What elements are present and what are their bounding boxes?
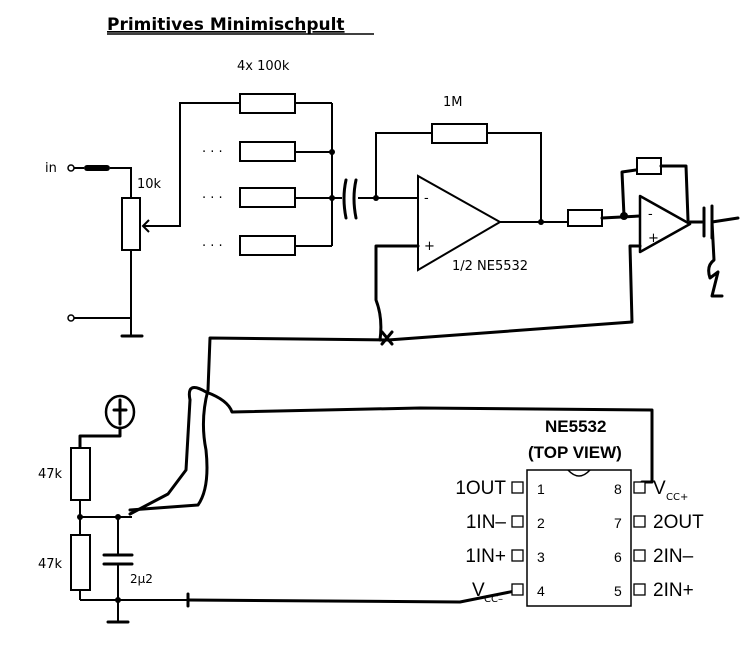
pin-name: 1IN– — [466, 512, 507, 533]
chip-view: (TOP VIEW) — [528, 443, 622, 462]
vcc-plus-wire — [187, 386, 654, 484]
input-jack — [84, 165, 110, 171]
opamp-1-plus-bias-wire — [374, 244, 420, 342]
coupling-cap-plate-2 — [352, 178, 358, 220]
coupling-cap-plate-1 — [342, 178, 348, 220]
pin-subscript: CC– — [484, 594, 503, 605]
junction-dot — [115, 597, 121, 603]
r-bottom-label: 47k — [38, 557, 63, 572]
vcc-minus-wire — [186, 588, 522, 604]
bank-resistor-1 — [239, 93, 296, 114]
chip-pin-8: 8 V CC+ — [614, 478, 688, 503]
pot-label: 10k — [137, 177, 162, 192]
feedback-wire-left — [375, 132, 432, 198]
opamp-1-plus: + — [424, 239, 435, 254]
chip-pin-4: 4 V CC– — [472, 580, 545, 605]
pot-wiper-arrow — [141, 219, 156, 233]
pin-name: V — [653, 478, 666, 499]
r-top-label: 47k — [38, 467, 63, 482]
bank-resistor-2 — [239, 141, 296, 162]
cap-label: 2µ2 — [130, 572, 153, 586]
feedback-label: 1M — [443, 95, 463, 110]
chip-pin-6: 6 2IN– — [614, 546, 694, 567]
chip-notch — [567, 469, 591, 477]
divider-resistor-bottom — [70, 534, 91, 591]
feedback-resistor — [431, 123, 488, 144]
pin-number: 3 — [537, 549, 545, 565]
stage2-feedback-right — [659, 164, 690, 222]
output-wire — [710, 216, 740, 224]
bank-resistor-4 — [239, 235, 296, 256]
pin-number: 4 — [537, 583, 545, 599]
chip-pin-2: 2 1IN– — [466, 512, 545, 533]
junction-dot — [329, 149, 335, 155]
wire-cross-mark — [380, 330, 394, 346]
pin-number: 5 — [614, 583, 622, 599]
pin-name: 2IN– — [653, 546, 694, 567]
pin-number: 8 — [614, 481, 622, 497]
meter-mark — [112, 398, 128, 426]
pin-name: 1OUT — [455, 478, 506, 499]
wiper-to-bank-wire — [156, 102, 240, 227]
stage2-feedback-resistor — [636, 157, 662, 175]
pin-number: 7 — [614, 515, 622, 531]
ground-terminal — [67, 314, 75, 322]
pin-number: 1 — [537, 481, 545, 497]
input-to-pot-wire — [110, 167, 132, 198]
stage2-input-resistor — [567, 209, 603, 227]
chip-body — [526, 469, 632, 607]
chip-pin-3: 3 1IN+ — [465, 546, 545, 567]
opamp-2-minus: - — [648, 207, 653, 222]
opamp-1 — [417, 174, 503, 272]
pin-subscript: CC+ — [666, 492, 688, 503]
pin-name: V — [472, 580, 485, 601]
input-terminal — [67, 164, 75, 172]
bank-dots-2: · · · — [202, 145, 223, 160]
bank-resistor-3 — [239, 187, 296, 208]
pin-name: 1IN+ — [465, 546, 506, 567]
potentiometer — [121, 197, 141, 251]
stage2-feedback-left — [620, 168, 638, 218]
pin-number: 6 — [614, 549, 622, 565]
chip-name: NE5532 — [545, 417, 606, 436]
input-label: in — [45, 161, 57, 176]
pin-number: 2 — [537, 515, 545, 531]
chip-pin-7: 7 2OUT — [614, 512, 704, 533]
schematic-title: Primitives Minimischpult — [107, 15, 345, 35]
bank-dots-3: · · · — [202, 191, 223, 206]
chip-pin-1: 1 1OUT — [455, 478, 545, 499]
junction-dot — [538, 219, 544, 225]
bank-dots-4: · · · — [202, 239, 223, 254]
pin-name: 2IN+ — [653, 580, 694, 601]
vcc-plus-to-divider-wire — [128, 398, 192, 516]
pin-name: 2OUT — [653, 512, 704, 533]
meter-wire — [78, 426, 122, 450]
bias-line — [128, 336, 390, 512]
output-load-scribble — [707, 220, 724, 298]
opamp-1-minus: - — [424, 191, 429, 206]
opamp-2-plus: + — [648, 231, 659, 246]
stage2-plus-bias-wire — [386, 244, 642, 342]
chip-pin-5: 5 2IN+ — [614, 580, 694, 601]
opamp-2 — [638, 194, 692, 254]
opamp-label: 1/2 NE5532 — [452, 259, 528, 274]
junction-dot — [77, 514, 83, 520]
divider-resistor-top — [70, 447, 91, 501]
feedback-wire-right — [487, 132, 542, 222]
resistor-bank-label: 4x 100k — [237, 59, 290, 74]
